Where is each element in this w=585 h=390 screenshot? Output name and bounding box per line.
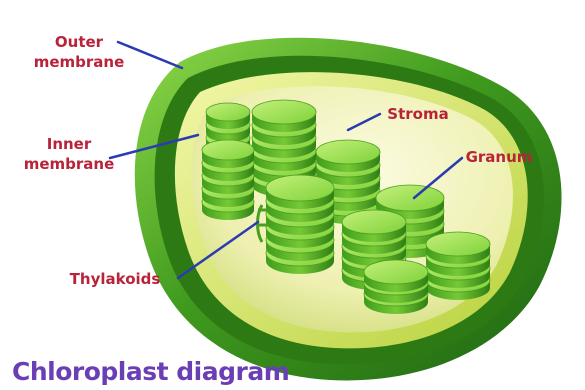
- label-stroma: Stroma: [378, 104, 458, 124]
- thylakoid-disc-top: [376, 185, 444, 211]
- thylakoid-disc-top: [364, 260, 428, 284]
- thylakoid-disc-top: [316, 140, 380, 164]
- thylakoid-disc-top: [206, 103, 250, 121]
- label-outer-membrane: Outer membrane: [24, 32, 134, 72]
- thylakoid-disc-top: [266, 175, 334, 201]
- granum-stack: [426, 232, 490, 300]
- thylakoid-disc-top: [252, 100, 316, 124]
- label-outer-membrane-line2: membrane: [24, 52, 134, 72]
- label-inner-membrane-line1: Inner: [14, 134, 124, 154]
- label-granum: Granum: [454, 147, 544, 167]
- thylakoid-disc-top: [342, 210, 406, 234]
- label-inner-membrane-line2: membrane: [14, 154, 124, 174]
- label-outer-membrane-line1: Outer: [24, 32, 134, 52]
- granum-stack: [202, 140, 254, 220]
- granum-stack: [364, 260, 428, 314]
- thylakoid-disc-top: [426, 232, 490, 256]
- diagram-title: Chloroplast diagram: [12, 357, 289, 386]
- thylakoid-disc-top: [202, 140, 254, 160]
- label-inner-membrane: Inner membrane: [14, 134, 124, 174]
- granum-stack: [266, 175, 334, 274]
- label-thylakoids: Thylakoids: [50, 269, 180, 289]
